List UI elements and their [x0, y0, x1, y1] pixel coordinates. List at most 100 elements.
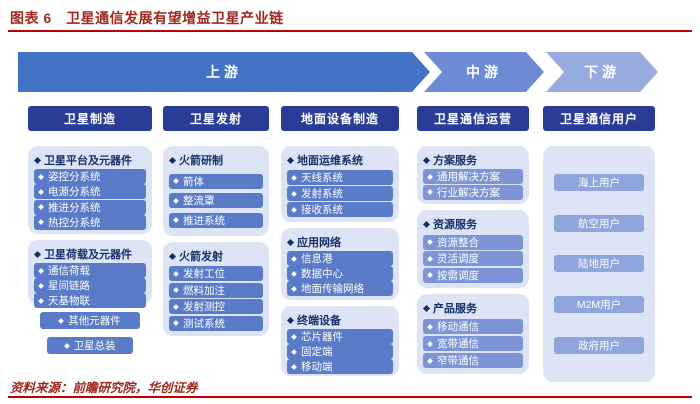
source-label: 资料来源： [10, 381, 73, 395]
diamond-bullet-icon [291, 206, 297, 213]
diamond-bullet-icon [291, 190, 297, 197]
diamond-bullet-icon [38, 204, 44, 210]
item-chip: 窄带通信 [423, 353, 523, 368]
diamond-bullet-icon [33, 250, 42, 258]
item-chip: 发射测控 [169, 299, 263, 315]
diamond-bullet-icon [427, 255, 433, 262]
item-label: 天基物联 [48, 295, 90, 307]
diamond-bullet-icon [427, 340, 433, 347]
group-title-text: 卫星荷载及元器件 [44, 249, 132, 261]
diamond-bullet-icon [291, 285, 297, 292]
group-title-text: 终端设备 [297, 315, 341, 327]
item-chip: 地面传输网络 [287, 281, 393, 296]
group-user-list: 海上用户 航空用户 陆地用户 M2M用户 政府用户 [543, 146, 655, 382]
item-label: 推进系统 [183, 214, 225, 227]
group-title: 资源服务 [422, 214, 523, 233]
group-items: 发射工位 燃料加注 发射测控 测试系统 [169, 265, 263, 332]
item-label: 星间链路 [48, 280, 90, 292]
item-chip-land-users: 陆地用户 [554, 255, 644, 273]
group-title: 卫星荷载及元器件 [33, 244, 146, 263]
source-note: 资料来源：前瞻研究院，华创证券 [10, 377, 198, 396]
group-title-text: 方案服务 [433, 155, 477, 167]
group-items: 通用解决方案 行业解决方案 [423, 169, 523, 200]
diamond-bullet-icon [291, 348, 297, 355]
stage-label-downstream: 下游 [584, 64, 620, 80]
group-title: 地面运维系统 [286, 150, 393, 169]
group-rocket-launch: 火箭发射 发射工位 燃料加注 发射测控 测试系统 [163, 242, 269, 336]
diamond-bullet-icon [38, 267, 44, 274]
column-header-satcom-operation: 卫星通信运营 [417, 106, 529, 131]
item-chip: 移动通信 [423, 319, 523, 334]
item-chip: 宽带通信 [423, 336, 523, 351]
stage-arrow-midstream: 中游 [424, 52, 544, 92]
item-label: 发射测控 [183, 301, 225, 314]
group-product-services: 产品服务 移动通信 宽带通信 窄带通信 [417, 294, 529, 374]
diamond-bullet-icon [291, 333, 297, 340]
diamond-bullet-icon [38, 219, 44, 226]
source-names: 前瞻研究院，华创证券 [72, 381, 198, 395]
item-chip: 电源分系统 [34, 184, 146, 200]
diamond-bullet-icon [286, 156, 295, 164]
item-chip: 热控分系统 [34, 214, 146, 230]
group-title-text: 火箭研制 [179, 155, 223, 167]
item-chip: 资源整合 [423, 234, 523, 250]
group-items: 芯片器件 固定端 移动端 [287, 329, 393, 374]
item-chip: 芯片器件 [287, 329, 393, 344]
item-label: 芯片器件 [301, 331, 343, 343]
column-header-ground-equipment: 地面设备制造 [281, 106, 399, 131]
group-terminal-equipment: 终端设备 芯片器件 固定端 移动端 [281, 306, 399, 376]
item-label: 箭体 [183, 175, 204, 188]
item-label: 固定端 [301, 346, 333, 358]
diamond-bullet-icon [286, 238, 295, 246]
item-label: 数据中心 [301, 268, 343, 280]
group-items: 箭体 整流罩 推进系统 [169, 169, 263, 232]
item-label: 其他元器件 [68, 315, 121, 327]
group-title: 火箭发射 [168, 246, 263, 265]
item-label: 测试系统 [183, 317, 225, 330]
diamond-bullet-icon [33, 156, 42, 164]
group-satellite-payload-components: 卫星荷载及元器件 通信荷载 星间链路 天基物联 [28, 240, 152, 308]
group-items: 姿控分系统 电源分系统 推进分系统 热控分系统 [34, 169, 146, 230]
stage-arrow-downstream: 下游 [546, 52, 658, 92]
diamond-bullet-icon [422, 220, 431, 228]
item-chip: 箭体 [169, 173, 263, 189]
item-chip: 发射工位 [169, 266, 263, 282]
item-label: 通信荷载 [48, 265, 90, 277]
diamond-bullet-icon [173, 303, 179, 310]
group-items: 资源整合 灵活调度 按需调度 [423, 233, 523, 284]
item-label: 发射工位 [183, 268, 225, 281]
item-chip-maritime-users: 海上用户 [554, 173, 644, 191]
stage-label-upstream: 上游 [206, 64, 242, 80]
item-label: 地面传输网络 [301, 283, 364, 295]
item-label: 移动通信 [437, 321, 479, 333]
diamond-bullet-icon [58, 317, 65, 324]
group-title: 火箭研制 [168, 150, 263, 169]
group-rocket-development: 火箭研制 箭体 整流罩 推进系统 [163, 146, 269, 236]
item-chip-aviation-users: 航空用户 [554, 214, 644, 232]
stage-arrow-upstream: 上游 [18, 52, 430, 92]
group-items: 通信荷载 星间链路 天基物联 [34, 263, 146, 308]
item-chip: 通信荷载 [34, 263, 146, 278]
item-chip-other-components: 其他元器件 [40, 312, 140, 329]
diamond-bullet-icon [291, 363, 297, 370]
item-label: 天线系统 [301, 172, 343, 184]
item-chip: 移动端 [287, 359, 393, 374]
diamond-bullet-icon [168, 156, 177, 164]
item-chip: 接收系统 [287, 202, 393, 217]
diamond-bullet-icon [173, 197, 179, 204]
group-items: 天线系统 发射系统 接收系统 [287, 169, 393, 218]
diamond-bullet-icon [38, 173, 44, 180]
diamond-bullet-icon [291, 174, 297, 181]
item-chip: 推进系统 [169, 212, 263, 228]
group-title-text: 火箭发射 [179, 251, 223, 263]
item-label: 灵活调度 [437, 253, 479, 265]
group-title: 产品服务 [422, 298, 523, 317]
diamond-bullet-icon [427, 272, 433, 278]
item-chip: 推进分系统 [34, 199, 146, 215]
item-chip: 发射系统 [287, 186, 393, 201]
item-chip-satellite-assembly: 卫星总装 [47, 337, 133, 354]
diamond-bullet-icon [173, 287, 179, 294]
diamond-bullet-icon [291, 270, 297, 277]
column-header-satellite-manufacturing: 卫星制造 [28, 106, 152, 131]
